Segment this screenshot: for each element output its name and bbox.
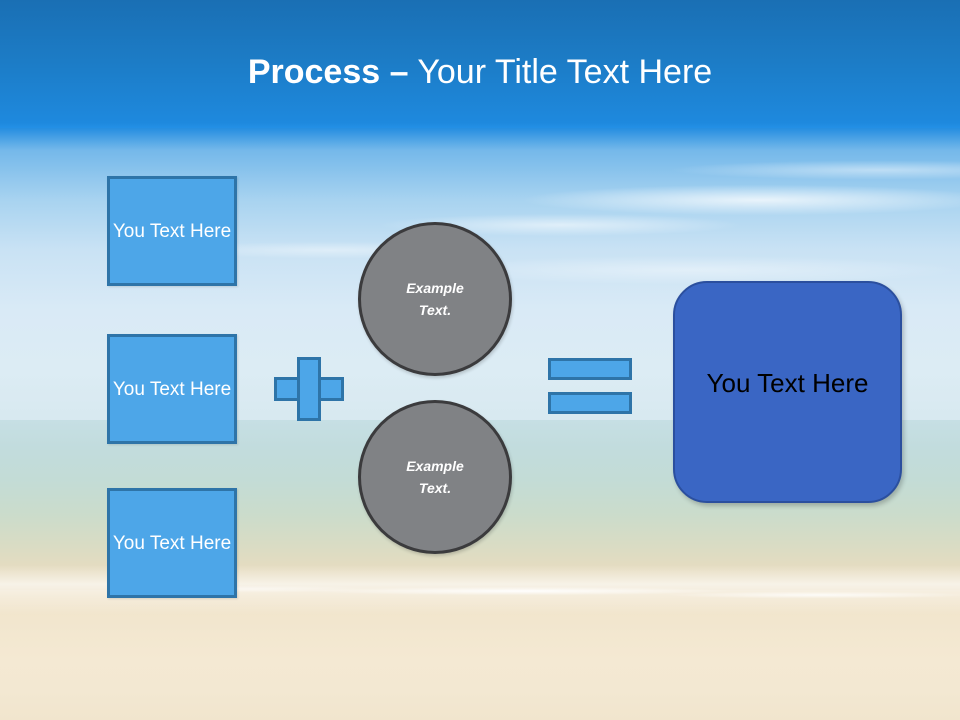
result-box[interactable]: You Text Here [673,281,902,503]
equals-icon [548,358,632,414]
background-sand [0,590,960,720]
modifier-circle-2-line2: Text. [418,480,452,496]
input-box-3-label: You Text Here [112,532,232,554]
plus-icon [274,357,344,421]
input-box-3[interactable]: You Text Here [107,488,237,598]
input-box-1[interactable]: You Text Here [107,176,237,286]
modifier-circle-1-line2: Text. [418,302,452,318]
modifier-circle-1-label: Example Text. [406,277,464,321]
slide-title-bold: Process – [247,53,409,91]
modifier-circle-1[interactable]: Example Text. [358,222,512,376]
modifier-circle-2-label: Example Text. [406,455,464,499]
input-box-2-label: You Text Here [112,378,232,400]
result-box-label: You Text Here [706,368,869,398]
modifier-circle-1-line1: Example [406,280,464,296]
input-box-1-label: You Text Here [112,220,232,242]
plus-icon-center-fill [300,380,318,398]
title-band [0,0,960,128]
equals-icon-top-bar [548,358,632,380]
slide-title: Process – Your Title Text Here [0,52,960,92]
slide-title-light: Your Title Text Here [417,53,713,91]
equals-icon-bottom-bar [548,392,632,414]
modifier-circle-2-line1: Example [406,458,464,474]
input-box-2[interactable]: You Text Here [107,334,237,444]
modifier-circle-2[interactable]: Example Text. [358,400,512,554]
